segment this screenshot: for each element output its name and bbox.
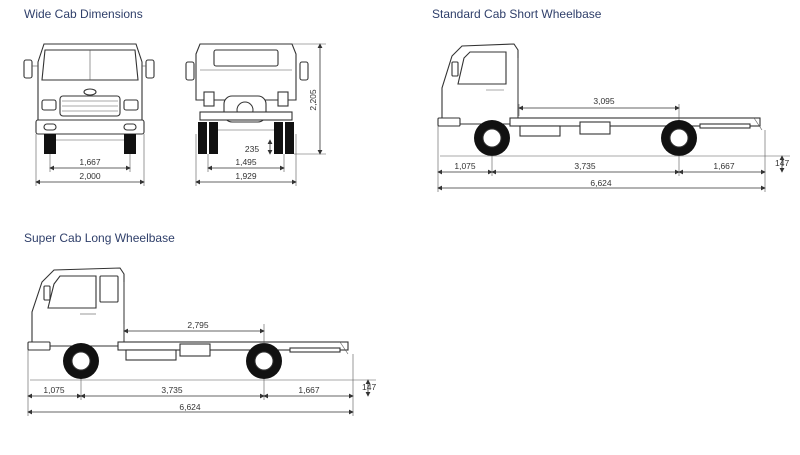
- front-width-label: 2,000: [79, 171, 101, 181]
- super-rear-overhang-label: 1,667: [298, 385, 320, 395]
- super-frame-height-label: 147: [362, 382, 376, 392]
- rear-dimension-lines: [195, 43, 326, 186]
- standard-cab-dimension-lines: [437, 104, 790, 192]
- std-cab-to-axle-label: 3,095: [593, 96, 615, 106]
- front-track-label: 1,667: [79, 157, 101, 167]
- rear-width-label: 1,929: [235, 171, 257, 181]
- std-front-overhang-label: 1,075: [454, 161, 476, 171]
- standard-cab-title: Standard Cab Short Wheelbase: [432, 7, 602, 21]
- super-cab-side-truck: [27, 267, 349, 379]
- rear-clearance-label: 235: [245, 144, 259, 154]
- super-wheelbase-label: 3,735: [161, 385, 183, 395]
- super-front-overhang-label: 1,075: [43, 385, 65, 395]
- std-rear-overhang-label: 1,667: [713, 161, 735, 171]
- super-cab-title: Super Cab Long Wheelbase: [24, 231, 175, 245]
- super-overall-length-label: 6,624: [179, 402, 201, 412]
- standard-cab-side-truck: [437, 43, 763, 156]
- std-overall-length-label: 6,624: [590, 178, 612, 188]
- std-frame-height-label: 147: [775, 158, 789, 168]
- front-dimension-lines: [35, 134, 145, 186]
- height-label: 2,205: [308, 89, 318, 111]
- rear-view-truck: [185, 43, 309, 154]
- super-cab-to-axle-label: 2,795: [187, 320, 209, 330]
- rear-track-label: 1,495: [235, 157, 257, 167]
- wide-cab-title: Wide Cab Dimensions: [24, 7, 143, 21]
- std-wheelbase-label: 3,735: [574, 161, 596, 171]
- super-cab-dimension-lines: [27, 324, 376, 416]
- front-view-truck: [23, 43, 155, 154]
